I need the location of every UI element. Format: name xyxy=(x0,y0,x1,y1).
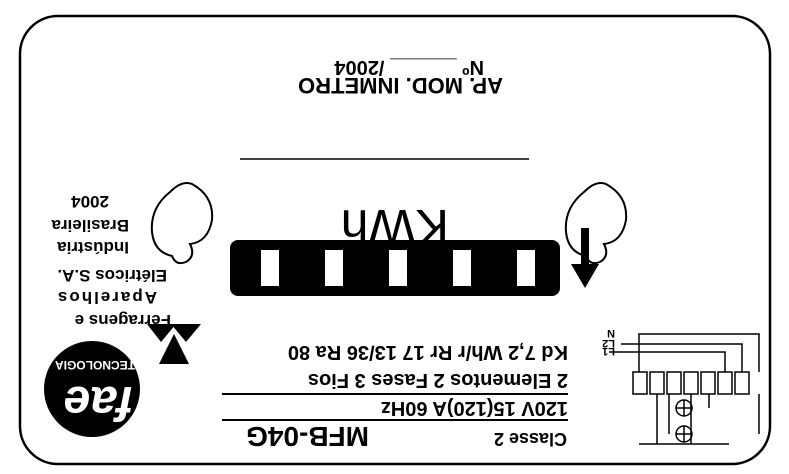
terminal-label: N xyxy=(607,327,615,339)
